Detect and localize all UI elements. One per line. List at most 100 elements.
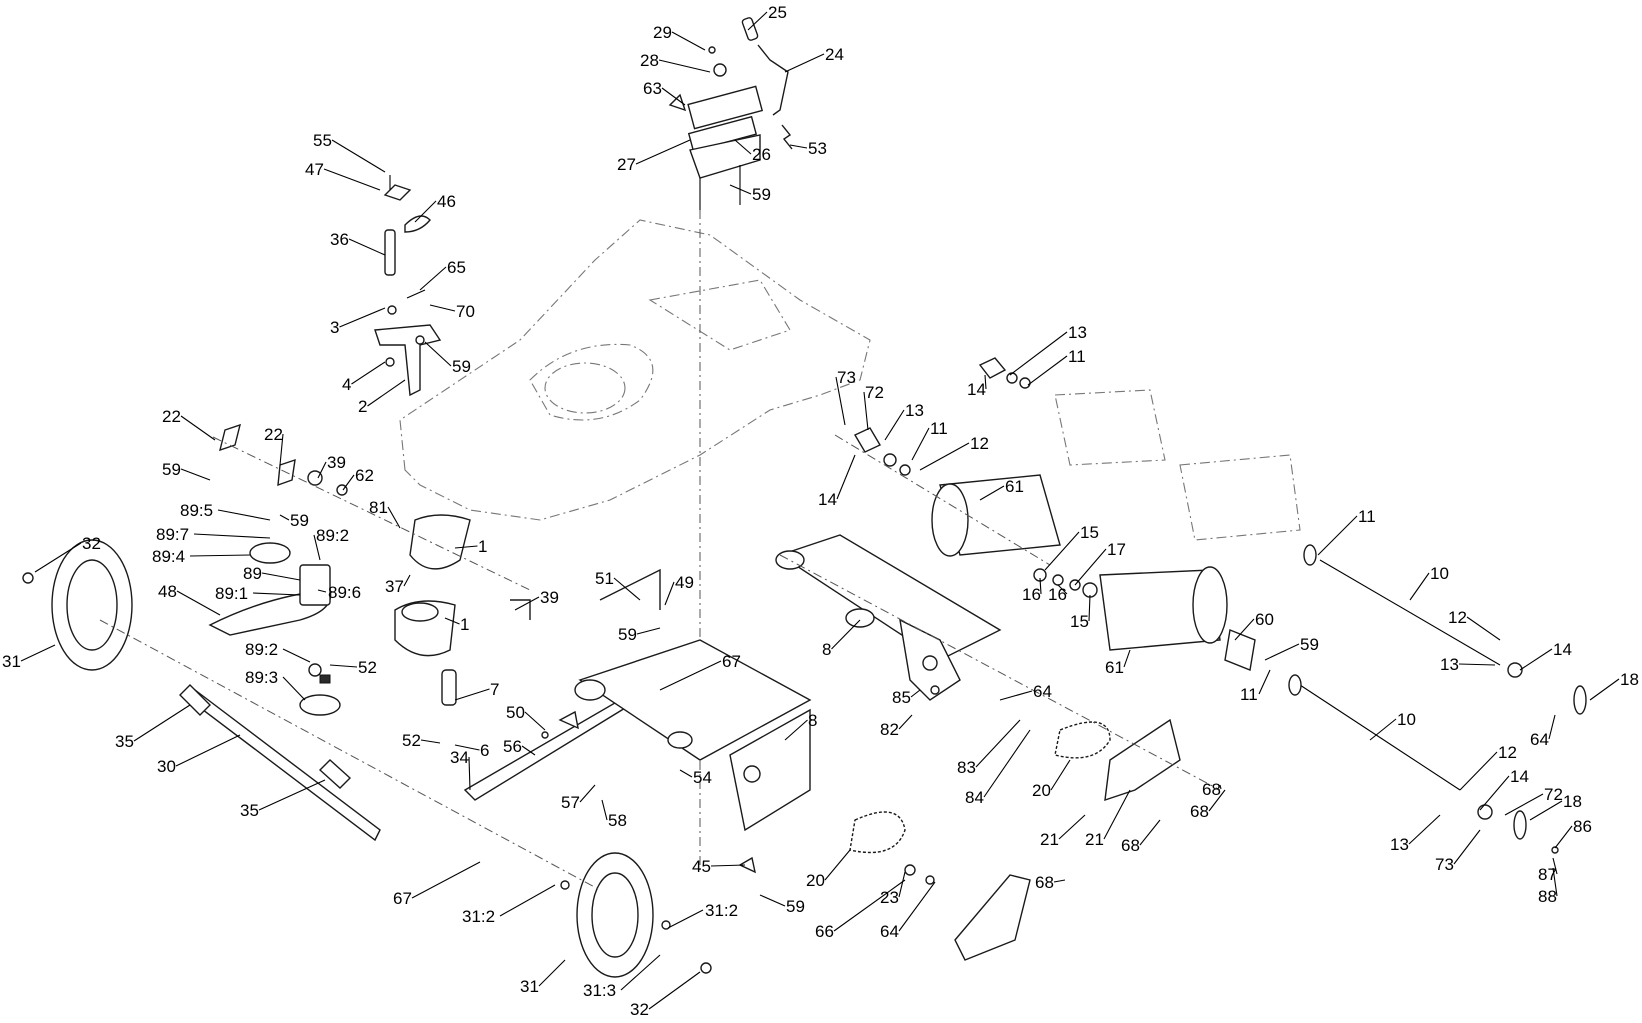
callout-label: 51	[595, 569, 614, 588]
callout-leader	[279, 433, 284, 466]
callout-label: 21	[1040, 830, 1059, 849]
callout-label: 89	[243, 564, 262, 583]
callout-label: 1	[478, 537, 487, 556]
callout-leader	[524, 711, 546, 731]
chain-cover-assembly	[849, 718, 1181, 961]
callout-leader	[20, 644, 56, 662]
callout-leader	[659, 660, 722, 691]
callout-leader	[133, 704, 191, 742]
callout-leader	[189, 554, 251, 557]
callout-label: 81	[369, 498, 388, 517]
callout-label: 59	[452, 357, 471, 376]
callout-leader	[180, 468, 211, 481]
callout-leader	[331, 139, 386, 173]
callout-leader	[175, 734, 241, 767]
callout-label: 15	[1070, 612, 1089, 631]
callout-label: 13	[905, 401, 924, 420]
callout-leader	[1044, 531, 1080, 571]
callout-label: 12	[1448, 608, 1467, 627]
callout-label: 49	[675, 573, 694, 592]
callout-leader	[323, 168, 381, 191]
callout-label: 61	[1105, 658, 1124, 677]
callout-label: 64	[1530, 730, 1549, 749]
callout-label: 13	[1068, 323, 1087, 342]
callout-label: 59	[1300, 635, 1319, 654]
callout-leader	[329, 664, 358, 668]
callout-leader	[601, 799, 608, 821]
callout-leader	[1050, 759, 1071, 791]
callout-leader	[342, 474, 355, 491]
callout-label: 47	[305, 160, 324, 179]
callout-leader	[1009, 331, 1068, 376]
callout-leader	[1317, 515, 1358, 556]
callout-label: 20	[806, 871, 825, 890]
callout-leader	[261, 572, 301, 581]
callout-label: 70	[456, 302, 475, 321]
callout-label: 54	[693, 768, 712, 787]
callout-leader	[831, 619, 861, 650]
callout-leader	[1529, 800, 1563, 821]
callout-label: 31:3	[583, 981, 616, 1000]
callout-label: 66	[815, 922, 834, 941]
callout-label: 11	[1240, 685, 1258, 704]
callout-leader	[387, 506, 401, 529]
callout-label: 83	[957, 758, 976, 777]
callout-leader	[252, 592, 301, 596]
callout-leader	[898, 871, 906, 898]
callout-leader	[468, 756, 471, 791]
callout-leader	[636, 627, 661, 635]
callout-label: 58	[608, 811, 627, 830]
callout-leader	[1548, 714, 1556, 740]
callout-label: 20	[1032, 781, 1051, 800]
callout-label: 22	[264, 425, 283, 444]
callout-leader	[429, 304, 456, 312]
callout-label: 73	[837, 368, 856, 387]
callout-leader	[999, 690, 1033, 701]
callout-label: 62	[355, 466, 374, 485]
callout-label: 82	[880, 720, 899, 739]
callout-leader	[835, 376, 846, 426]
callout-label: 73	[1435, 855, 1454, 874]
callout-label: 89:6	[328, 583, 361, 602]
callout-leader	[863, 391, 869, 431]
callout-leader	[217, 509, 271, 521]
callout-label: 64	[1033, 682, 1052, 701]
callout-leader	[919, 442, 970, 471]
callout-label: 89:1	[215, 584, 248, 603]
callout-label: 32	[82, 534, 101, 553]
callout-leader	[884, 409, 905, 441]
callout-label: 1	[460, 615, 469, 634]
callout-label: 18	[1620, 670, 1639, 689]
callout-label: 8	[808, 711, 817, 730]
callout-leader	[1053, 879, 1066, 883]
callout-leader	[1234, 618, 1255, 641]
rollers	[931, 389, 1301, 671]
callout-label: 30	[157, 757, 176, 776]
transmission-assembly	[208, 423, 531, 716]
callout-leader	[1088, 594, 1091, 622]
callout-leader	[279, 514, 290, 521]
callout-label: 45	[692, 857, 711, 876]
callout-label: 85	[892, 688, 911, 707]
callout-leader	[1074, 548, 1107, 586]
callout-leader	[180, 415, 216, 441]
callout-label: 61	[1005, 477, 1024, 496]
roller-frame-assembly	[775, 534, 1002, 701]
callout-label: 6	[480, 741, 489, 760]
callout-label: 14	[818, 490, 837, 509]
callout-leader	[538, 959, 566, 987]
callout-leader	[975, 719, 1021, 768]
callout-labels: 2529242863532726595547463665703594222225…	[2, 3, 1639, 1019]
callout-leader	[664, 581, 675, 606]
callout-label: 37	[385, 577, 404, 596]
callout-leader	[984, 374, 987, 390]
callout-leader	[348, 238, 386, 256]
callout-leader	[499, 884, 556, 917]
callout-leader	[339, 307, 386, 328]
callout-leader	[613, 577, 641, 601]
callout-label: 13	[1390, 835, 1409, 854]
callout-leader	[1123, 649, 1131, 668]
callout-leader	[367, 379, 406, 407]
callout-leader	[454, 688, 490, 701]
callout-leader	[1453, 829, 1481, 865]
